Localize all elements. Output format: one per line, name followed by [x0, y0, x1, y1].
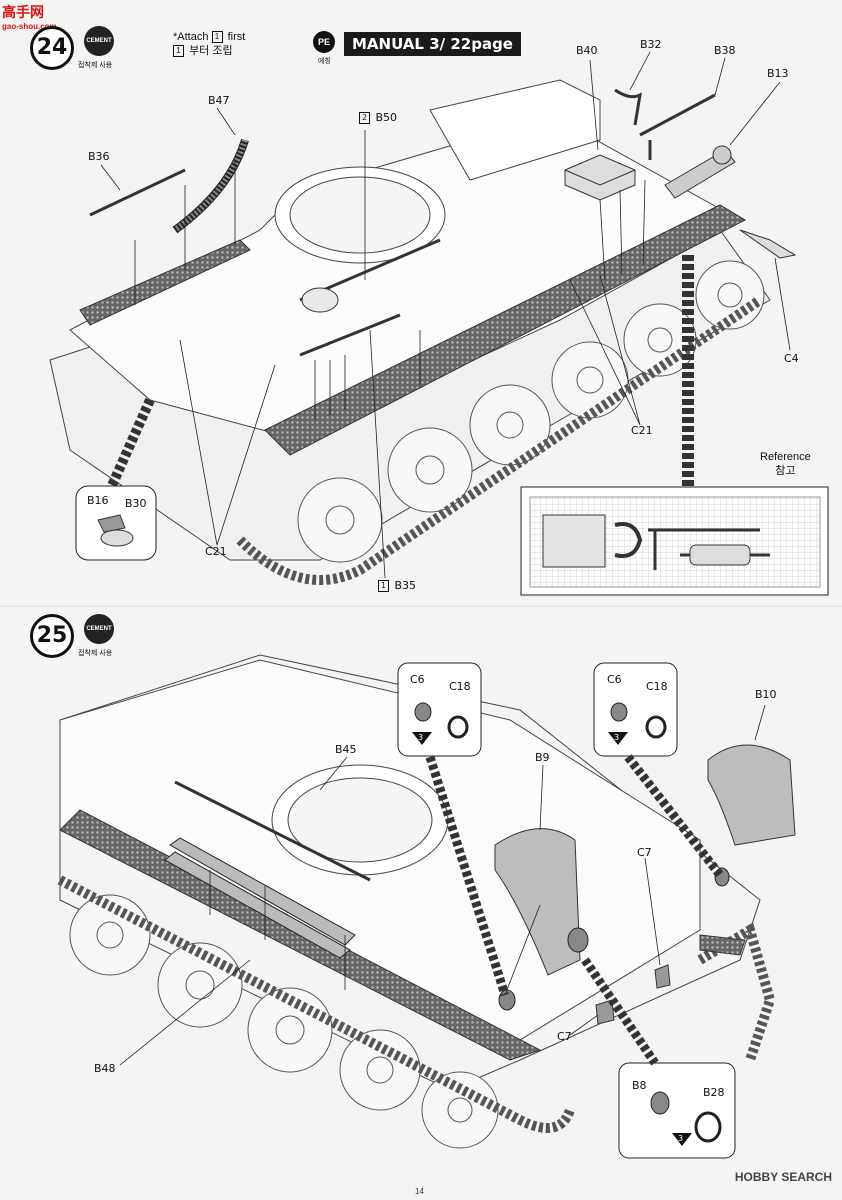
- step25-leader-lines: [119, 704, 766, 1066]
- cement-caption: 접착제 사용: [78, 62, 113, 69]
- label-b35: 1 B35: [378, 579, 416, 592]
- label-c6-b: C6: [607, 673, 622, 686]
- b9-part: [494, 828, 581, 976]
- label-b10: B10: [755, 688, 777, 701]
- label-b35-text: B35: [394, 579, 417, 592]
- label-c18-a: C18: [449, 680, 471, 693]
- label-c6-a: C6: [410, 673, 425, 686]
- b10-part: [707, 744, 796, 846]
- label-b36: B36: [88, 150, 110, 163]
- label-c7-left: C7: [557, 1030, 572, 1043]
- attach-note-ko-box: 1: [173, 45, 184, 57]
- attach-note-box: 1: [211, 31, 223, 43]
- attach-note-pre: *Attach: [173, 31, 209, 43]
- b48-part: [164, 837, 356, 959]
- label-c7-top: C7: [637, 846, 652, 859]
- label-c21-right: C21: [631, 424, 653, 437]
- attach-note: *Attach 1 first 1 부터 조립: [173, 30, 245, 58]
- detail-b8-b28: [618, 1062, 736, 1159]
- label-b50-box: 2: [359, 112, 370, 124]
- label-b30: B30: [125, 497, 147, 510]
- label-b40: B40: [576, 44, 598, 57]
- pe-icon: PE: [313, 31, 335, 53]
- step24-wheels: [297, 260, 765, 563]
- label-c18-b: C18: [646, 680, 668, 693]
- page-number: 14: [415, 1187, 424, 1196]
- b40-part: [564, 154, 636, 201]
- b47-part: [172, 138, 249, 234]
- b36-part: [89, 168, 186, 217]
- site-watermark: 高手网 gao-shou.com: [2, 2, 57, 31]
- reference-caption: Reference 참고: [760, 450, 811, 478]
- label-pe3-b: 3: [614, 733, 620, 742]
- step24-track: [236, 295, 763, 585]
- watermark-url: gao-shou.com: [2, 22, 57, 31]
- label-b13: B13: [767, 67, 789, 80]
- label-b38: B38: [714, 44, 736, 57]
- b38-part: [639, 93, 716, 160]
- step-25-number: 25: [30, 614, 74, 658]
- manual-reference: MANUAL 3/ 22page: [344, 32, 521, 56]
- label-b48: B48: [94, 1062, 116, 1075]
- step24-fender-left: [79, 239, 251, 326]
- label-pe3-c: 3: [678, 1134, 684, 1143]
- b32-part: [614, 88, 642, 126]
- c4-part: [739, 229, 797, 259]
- b35-part: [299, 313, 401, 357]
- label-b47: B47: [208, 94, 230, 107]
- label-b8: B8: [632, 1079, 647, 1092]
- attach-note-post: first: [227, 31, 246, 43]
- label-b16: B16: [87, 494, 109, 507]
- b13-part: [664, 145, 736, 199]
- step24-leader-lines: [100, 51, 791, 579]
- cement-icon: CEMENT: [84, 26, 114, 56]
- cement-caption-25: 접착제 사용: [78, 650, 113, 657]
- label-b50-text: B50: [375, 111, 398, 124]
- label-b45: B45: [335, 743, 357, 756]
- label-b32: B32: [640, 38, 662, 51]
- step24-fender-right: [264, 204, 747, 456]
- hobby-search-logo: HOBBY SEARCH: [734, 1170, 832, 1184]
- step25-track: [57, 875, 575, 1133]
- cement-icon-25: CEMENT: [84, 614, 114, 644]
- attach-note-ko: 부터 조립: [189, 45, 233, 57]
- label-b9: B9: [535, 751, 550, 764]
- label-b28: B28: [703, 1086, 725, 1099]
- watermark-brand: 高手网: [2, 4, 44, 20]
- reference-en: Reference: [760, 451, 811, 463]
- label-c4: C4: [784, 352, 799, 365]
- step24-hull: [49, 79, 771, 561]
- label-c21-left: C21: [205, 545, 227, 558]
- label-b35-box: 1: [378, 580, 389, 592]
- pe-caption: 에칭: [318, 58, 331, 65]
- label-pe3-a: 3: [418, 733, 424, 742]
- step-24-number: 24: [30, 26, 74, 70]
- b45-part: [174, 780, 371, 882]
- label-b50: 2 B50: [359, 111, 397, 124]
- reference-ko: 참고: [775, 465, 796, 477]
